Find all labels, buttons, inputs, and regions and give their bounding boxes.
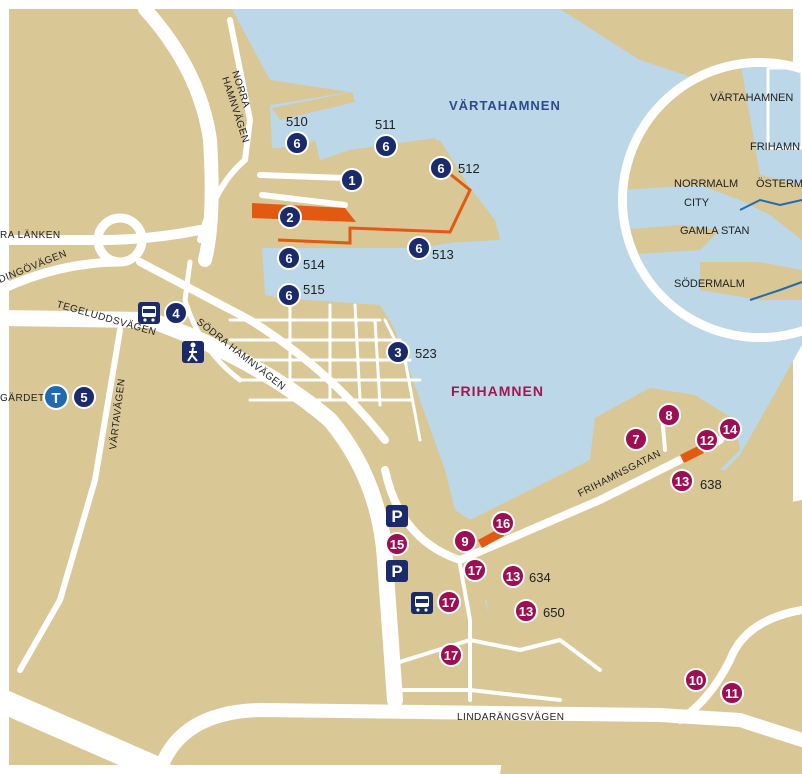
pedestrian-path (175, 325, 191, 341)
svg-text:13: 13 (519, 604, 533, 619)
berth-638: 638 (700, 477, 722, 492)
marker-magenta-13-634[interactable]: 13 (501, 564, 525, 588)
svg-text:17: 17 (442, 595, 456, 610)
svg-text:16: 16 (496, 516, 510, 531)
svg-text:6: 6 (285, 288, 292, 303)
marker-blue-5[interactable]: 5 (72, 385, 96, 409)
bus-icon (138, 302, 160, 324)
svg-text:4: 4 (172, 306, 180, 321)
berth-515: 515 (303, 282, 325, 297)
terminal-12 (680, 445, 704, 463)
pier-vartahamnen-north (272, 92, 355, 120)
svg-text:P: P (391, 562, 402, 581)
berth-514: 514 (303, 257, 325, 272)
svg-text:8: 8 (665, 408, 672, 423)
marker-magenta-13-650[interactable]: 13 (514, 599, 538, 623)
svg-text:12: 12 (700, 433, 714, 448)
shore-east (500, 500, 802, 774)
parking-icon-1: P (386, 505, 408, 527)
area-label-frihamnen: FRIHAMNEN (451, 383, 544, 399)
berth-523: 523 (415, 346, 437, 361)
inset-map: VÄRTAHAMNEN FRIHAMN NORRMALM ÖSTERM CITY… (618, 58, 802, 342)
marker-magenta-11[interactable]: 11 (720, 681, 744, 705)
inset-label-sodermalm: SÖDERMALM (674, 278, 745, 290)
marker-blue-4[interactable]: 4 (164, 301, 188, 325)
berth-650: 650 (543, 605, 565, 620)
svg-text:10: 10 (689, 673, 703, 688)
svg-text:6: 6 (293, 136, 300, 151)
marker-magenta-9[interactable]: 9 (453, 529, 477, 553)
svg-text:7: 7 (632, 432, 639, 447)
berth-511: 511 (375, 117, 396, 132)
marker-magenta-13-638[interactable]: 13 (670, 469, 694, 493)
svg-text:17: 17 (468, 563, 482, 578)
svg-text:T: T (51, 390, 60, 407)
svg-text:2: 2 (286, 210, 293, 225)
marker-magenta-7[interactable]: 7 (624, 427, 648, 451)
marker-magenta-14[interactable]: 14 (718, 417, 742, 441)
svg-text:6: 6 (415, 241, 422, 256)
svg-text:1: 1 (348, 173, 355, 188)
svg-text:13: 13 (506, 569, 520, 584)
markers-magenta: 8 14 7 12 13 638 16 9 15 17 13 634 17 13… (385, 403, 744, 705)
svg-text:17: 17 (444, 648, 458, 663)
area-label-vartahamnen: VÄRTAHAMNEN (449, 98, 561, 113)
svg-text:11: 11 (725, 686, 739, 701)
svg-text:5: 5 (80, 390, 87, 405)
svg-text:15: 15 (390, 537, 404, 552)
berth-634: 634 (529, 570, 551, 585)
marker-magenta-8[interactable]: 8 (657, 403, 681, 427)
inset-label-ostermalm: ÖSTERM (756, 178, 802, 190)
marker-blue-6-513[interactable]: 6 (407, 236, 431, 260)
inset-label-city: CITY (684, 197, 710, 209)
svg-text:P: P (391, 507, 402, 526)
terminals (252, 168, 704, 548)
markers-blue: 6 510 6 511 6 512 1 2 6 513 6 514 6 515 … (72, 114, 480, 409)
inset-label-frihamn: FRIHAMN (750, 141, 800, 153)
berth-513: 513 (432, 247, 454, 262)
marker-blue-3-523[interactable]: 3 (386, 340, 410, 364)
street-lindarangsvagen: LINDARÄNGSVÄGEN (457, 711, 565, 723)
marker-magenta-17c[interactable]: 17 (439, 643, 463, 667)
terminal-2 (252, 203, 356, 222)
street-gardet: GÄRDET (0, 392, 45, 404)
marker-magenta-16[interactable]: 16 (491, 511, 515, 535)
marker-magenta-12[interactable]: 12 (695, 428, 719, 452)
inset-label-norrmalm: NORRMALM (674, 178, 738, 190)
svg-text:6: 6 (382, 139, 389, 154)
marker-magenta-10[interactable]: 10 (684, 668, 708, 692)
marker-magenta-15[interactable]: 15 (385, 532, 409, 556)
pedestrian-icon (182, 341, 204, 363)
marker-blue-6-511[interactable]: 6 (374, 134, 398, 158)
svg-text:6: 6 (437, 161, 444, 176)
berth-512: 512 (458, 161, 480, 176)
marker-blue-1[interactable]: 1 (340, 168, 364, 192)
svg-text:9: 9 (461, 534, 468, 549)
bus-icon-2 (411, 592, 433, 614)
marker-blue-6-514[interactable]: 6 (277, 246, 301, 270)
marker-blue-2[interactable]: 2 (278, 205, 302, 229)
berth-510: 510 (286, 114, 308, 129)
marker-magenta-17a[interactable]: 17 (463, 558, 487, 582)
svg-text:3: 3 (394, 345, 401, 360)
inset-label-vartahamnen: VÄRTAHAMNEN (710, 92, 793, 104)
svg-text:14: 14 (723, 422, 738, 437)
metro-icon: T (43, 384, 69, 410)
marker-blue-6-512[interactable]: 6 (429, 156, 453, 180)
svg-text:13: 13 (675, 474, 689, 489)
walkway-2 (277, 168, 472, 245)
marker-blue-6-515[interactable]: 6 (277, 283, 301, 307)
marker-blue-6-510[interactable]: 6 (285, 131, 309, 155)
street-ra-lanken: RA LÄNKEN (0, 229, 61, 241)
marker-magenta-17b[interactable]: 17 (437, 590, 461, 614)
parking-icon-2: P (386, 560, 408, 582)
inset-label-gamla-stan: GAMLA STAN (680, 225, 750, 237)
svg-text:6: 6 (285, 251, 292, 266)
